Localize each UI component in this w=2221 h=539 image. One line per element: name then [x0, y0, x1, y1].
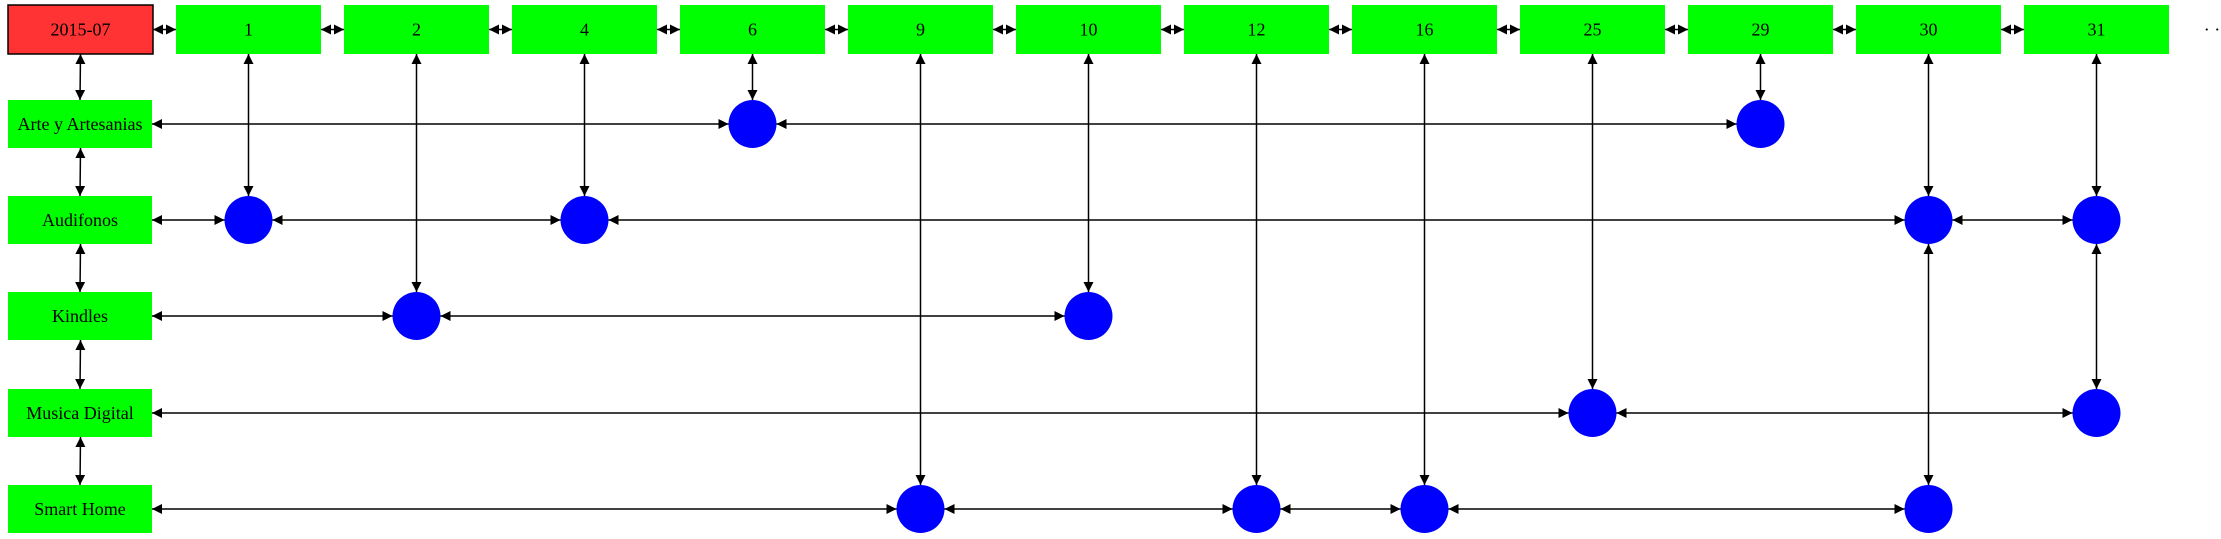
day-header-1-box [176, 5, 321, 54]
category-node-arte-y-artesanias: Arte y Artesanias [8, 100, 152, 148]
day-header-9-box [848, 5, 993, 54]
day-header-10-label: 10 [1080, 20, 1098, 40]
day-header-6-label: 6 [748, 20, 757, 40]
day-header-2: 2 [344, 5, 489, 54]
day-header-12-box [1184, 5, 1329, 54]
event-node [1736, 100, 1785, 148]
category-chain-edge [75, 339, 86, 390]
day-header-9: 9 [848, 5, 993, 54]
day-header-31-box [2024, 5, 2169, 54]
day-header-4: 4 [512, 5, 657, 54]
event-node [1568, 389, 1617, 437]
event-node [2072, 196, 2121, 244]
edges-layer [75, 24, 2102, 514]
day-header-4-box [512, 5, 657, 54]
day-header-29: 29 [1688, 5, 1833, 54]
category-chain-edge [75, 147, 86, 197]
day-header-30: 30 [1856, 5, 2001, 54]
continuation-marker: · · [2204, 20, 2221, 40]
event-node [1904, 485, 1953, 533]
day-header-2-label: 2 [412, 20, 421, 40]
root-node-box [7, 4, 154, 55]
day-header-9-label: 9 [916, 20, 925, 40]
day-header-30-label: 30 [1920, 20, 1938, 40]
category-node-musica-digital-box [8, 389, 152, 437]
day-header-29-label: 29 [1752, 20, 1770, 40]
day-header-2-box [344, 5, 489, 54]
day-header-31-label: 31 [2088, 20, 2106, 40]
event-node [560, 196, 609, 244]
day-header-16-box [1352, 5, 1497, 54]
event-node [1232, 485, 1281, 533]
event-node [2072, 389, 2121, 437]
root-node-label: 2015-07 [51, 20, 111, 40]
day-header-6: 6 [680, 5, 825, 54]
day-header-31: 31 [2024, 5, 2169, 54]
category-node-audifonos: Audifonos [8, 196, 152, 244]
event-node [728, 100, 777, 148]
category-node-kindles: Kindles [8, 292, 152, 340]
category-chain-edge [75, 436, 86, 486]
event-node [1400, 485, 1449, 533]
day-header-12: 12 [1184, 5, 1329, 54]
category-node-smart-home-label: Smart Home [34, 499, 126, 519]
category-node-audifonos-box [8, 196, 152, 244]
day-header-1-label: 1 [244, 20, 253, 40]
event-node [224, 196, 273, 244]
category-node-audifonos-label: Audifonos [42, 210, 118, 230]
day-header-1: 1 [176, 5, 321, 54]
day-header-10: 10 [1016, 5, 1161, 54]
day-header-16: 16 [1352, 5, 1497, 54]
category-node-arte-y-artesanias-label: Arte y Artesanias [18, 114, 143, 134]
day-header-6-box [680, 5, 825, 54]
day-header-16-label: 16 [1416, 20, 1434, 40]
day-header-29-box [1688, 5, 1833, 54]
day-header-12-label: 12 [1248, 20, 1266, 40]
category-chain-edge [75, 243, 86, 293]
day-header-10-box [1016, 5, 1161, 54]
category-node-smart-home-box [8, 485, 152, 533]
category-chain-edge [75, 53, 86, 101]
event-node [392, 292, 441, 340]
category-node-kindles-label: Kindles [52, 306, 108, 326]
day-header-4-label: 4 [580, 20, 589, 40]
category-node-musica-digital-label: Musica Digital [26, 403, 133, 423]
category-node-kindles-box [8, 292, 152, 340]
event-node [1904, 196, 1953, 244]
event-node [1064, 292, 1113, 340]
category-node-arte-y-artesanias-box [8, 100, 152, 148]
day-header-30-box [1856, 5, 2001, 54]
day-header-25: 25 [1520, 5, 1665, 54]
event-node [896, 485, 945, 533]
category-node-smart-home: Smart Home [8, 485, 152, 533]
day-header-25-box [1520, 5, 1665, 54]
day-header-25-label: 25 [1584, 20, 1602, 40]
category-node-musica-digital: Musica Digital [8, 389, 152, 437]
root-node: 2015-07 [7, 4, 154, 55]
